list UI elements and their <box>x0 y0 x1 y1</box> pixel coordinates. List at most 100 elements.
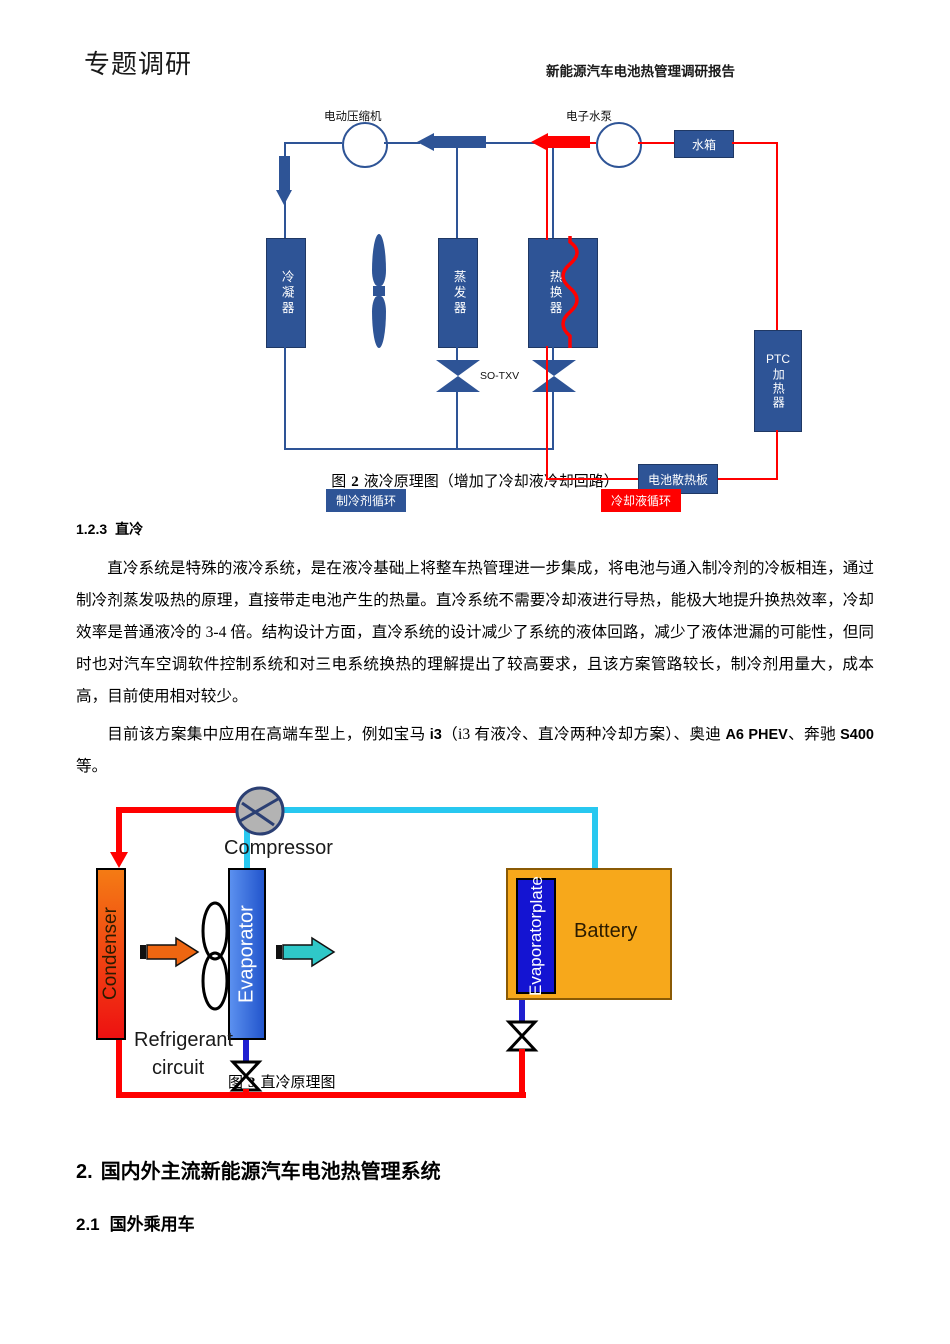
fig2-compressor-icon <box>342 122 388 168</box>
fig2-red-arrow-head <box>531 133 548 151</box>
fig2-pipe-cond-bottom <box>284 346 286 450</box>
fig3-red-arrow-condenser-icon <box>110 851 128 868</box>
heading-1-2-3-number: 1.2.3 <box>76 521 108 537</box>
fig2-heat-exchanger-text: 热换器 <box>547 269 562 317</box>
para2-part2: （i3 有液冷、直冷两种冷却方案）、奥迪 <box>441 725 726 743</box>
figure-2-liquid-cooling-diagram: 电动压缩机 电子水泵 冷凝器 蒸发器 热换器 <box>76 98 874 494</box>
para2-bold-a6phev: A6 PHEV <box>725 726 788 743</box>
fig3-caption-prefix: 图 <box>228 1074 244 1091</box>
fig2-pipe-compressor-right <box>384 142 420 144</box>
fig3-blue-plate-down <box>519 999 525 1024</box>
heading-2-title: 国内外主流新能源汽车电池热管理系统 <box>100 1160 441 1183</box>
fig2-compressor-label: 电动压缩机 <box>324 111 382 123</box>
para2-part1: 目前该方案集中应用在高端车型上，例如宝马 <box>107 725 430 743</box>
fig3-caption-text: 直冷原理图 <box>260 1074 336 1091</box>
fig2-redpipe-right-down <box>776 142 778 330</box>
figure-3-direct-cooling-diagram: Compressor Condenser Evaporator Evaporat <box>76 786 874 1113</box>
fig3-refrigerant-circuit-line2: circuit <box>152 1056 205 1079</box>
fig2-water-tank-box: 水箱 <box>674 130 734 158</box>
fig2-pipe-top-left <box>284 142 342 144</box>
fig2-red-arrow-shaft <box>548 136 590 148</box>
fig2-pipe-evap-up <box>456 142 458 240</box>
heading-1-2-3-title: 直冷 <box>115 521 144 537</box>
fig2-redpipe-exch-down <box>546 346 548 480</box>
fig2-valve-evaporator-icon <box>436 360 480 392</box>
fig2-pipe-right-down <box>552 142 554 240</box>
header-right-title: 新能源汽车电池热管理调研报告 <box>546 64 735 79</box>
figure-2-legend: 制冷剂循环 冷却液循环 <box>76 489 874 513</box>
fig2-water-pump-label: 电子水泵 <box>566 111 612 123</box>
fig2-ptc-heater-text: 加热器 <box>771 368 786 411</box>
heading-2: 2. 国内外主流新能源汽车电池热管理系统 <box>76 1155 874 1184</box>
fig3-expansion-valve-evaporator-icon <box>229 1060 263 1092</box>
fig2-fan-blade-top <box>372 234 386 286</box>
fig3-red-plate-up <box>519 1048 525 1098</box>
fig2-pipe-evap-bottom <box>456 392 458 450</box>
fig3-evaporator-box: Evaporator <box>228 867 266 1040</box>
fig3-battery-label: Battery <box>574 919 638 942</box>
fig3-blue-evaporator-down <box>243 1039 249 1064</box>
fig2-caption-prefix: 图 <box>331 474 347 490</box>
fig3-refrigerant-circuit-line1: Refrigerant <box>134 1028 233 1051</box>
fig2-redpipe-tank-right <box>732 142 778 144</box>
fig2-water-pump-icon <box>596 122 642 168</box>
fig3-condenser-box: Condenser <box>96 867 126 1040</box>
fig3-warm-air-arrow-icon <box>140 936 200 968</box>
fig2-water-tank-text: 水箱 <box>691 137 716 152</box>
heading-2-number: 2. <box>76 1160 93 1183</box>
fig2-valve-exchanger-icon <box>532 360 576 392</box>
fig2-condenser-text: 冷凝器 <box>279 269 294 317</box>
fig2-arrow-down-head <box>276 190 292 205</box>
fig2-redpipe-left-down <box>546 142 548 240</box>
fig2-battery-plate-text: 电池散热板 <box>647 472 708 487</box>
fig2-pipe-exch-bottom <box>552 392 554 450</box>
para2-bold-i3: i3 <box>429 726 442 743</box>
fig2-fan-blade-bottom <box>372 296 386 348</box>
fig3-cyan-top-rail <box>308 806 598 813</box>
fig2-caption-number: 2 <box>351 474 359 490</box>
fig3-fan-icon <box>201 901 229 1011</box>
fig2-condenser-box: 冷凝器 <box>266 238 306 348</box>
fig3-compressor-icon <box>235 786 285 836</box>
fig2-redpipe-ptc-down <box>776 430 778 480</box>
header-left-title: 专题调研 <box>84 49 193 79</box>
fig3-caption-number: 3 <box>248 1074 256 1091</box>
para2-part3: 、奔驰 <box>787 725 841 743</box>
fig2-pipe-top-right <box>486 142 554 144</box>
fig3-expansion-valve-plate-icon <box>505 1020 539 1052</box>
fig2-pipe-bottom-rail <box>284 448 554 450</box>
fig2-ptc-heater-box: PTC 加热器 <box>754 330 802 432</box>
fig3-condenser-text: Condenser <box>100 907 121 1001</box>
fig2-valve-label: SO-TXV <box>480 370 520 382</box>
heading-2-1-title: 国外乘用车 <box>109 1214 195 1234</box>
fig3-cyan-down-evaporator <box>244 806 250 869</box>
fig3-red-top-left <box>116 806 240 813</box>
fig2-pipe-exch-down <box>552 346 554 360</box>
fig3-red-condenser-down <box>116 1039 122 1098</box>
fig3-evaporator-plate-line1: Evaporator <box>526 912 546 996</box>
fig2-legend-refrigerant: 制冷剂循环 <box>326 489 407 512</box>
fig2-pipe-evap-down <box>456 346 458 360</box>
heading-2-1: 2.1 国外乘用车 <box>76 1210 874 1235</box>
para2-bold-s400: S400 <box>840 726 874 743</box>
fig2-arrow-down-shaft <box>279 156 290 192</box>
fig3-cyan-down-plate <box>592 806 598 869</box>
page-header: 专题调研 新能源汽车电池热管理调研报告 <box>76 0 874 92</box>
fig2-arrow-left-shaft <box>434 136 486 148</box>
fig3-evaporator-plate-line2: plate <box>527 875 547 913</box>
paragraph-direct-cooling-description: 直冷系统是特殊的液冷系统，是在液冷基础上将整车热管理进一步集成，将电池与通入制冷… <box>76 560 874 705</box>
heading-2-1-number: 2.1 <box>76 1214 100 1234</box>
fig3-evaporator-plate-box: Evaporator plate <box>516 875 556 996</box>
fig3-red-evaporator-join <box>243 1088 249 1098</box>
fig2-redpipe-pump-tank <box>638 142 674 144</box>
fig3-cool-air-arrow-icon <box>276 936 336 968</box>
fig3-compressor-label: Compressor <box>224 836 333 859</box>
fig3-red-bottom-rail <box>116 1091 526 1098</box>
paragraph-vehicle-models: 目前该方案集中应用在高端车型上，例如宝马 i3（i3 有液冷、直冷两种冷却方案）… <box>76 719 874 783</box>
fig2-fan-hub <box>373 286 385 296</box>
fig2-ptc-label: PTC <box>766 351 790 366</box>
fig2-evaporator-text: 蒸发器 <box>451 269 466 317</box>
heading-1-2-3: 1.2.3 直冷 <box>76 519 874 539</box>
